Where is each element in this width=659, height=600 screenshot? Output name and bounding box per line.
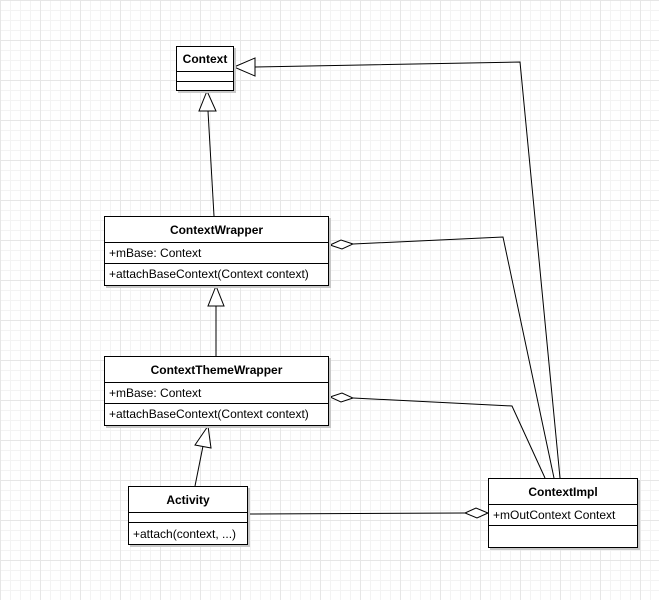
class-contextwrapper[interactable]: ContextWrapper +mBase: Context +attachBa…: [104, 216, 329, 286]
class-contextimpl-operations: [489, 526, 637, 548]
aggregation-contextthemewrapper-contextimpl: [352, 397, 546, 479]
class-contextimpl-attribute: +mOutContext Context: [489, 505, 637, 526]
class-context-name: Context: [177, 47, 233, 72]
class-contextimpl-name: ContextImpl: [489, 479, 637, 505]
generalization-arrowhead-contextthemewrapper: [194, 424, 212, 449]
class-activity-attributes: [129, 513, 247, 523]
generalization-contextwrapper-to-context: [207, 110, 215, 217]
class-activity-name: Activity: [129, 487, 247, 513]
class-contextwrapper-attribute: +mBase: Context: [105, 243, 328, 264]
class-contextthemewrapper-name: ContextThemeWrapper: [105, 357, 328, 383]
class-contextthemewrapper[interactable]: ContextThemeWrapper +mBase: Context +att…: [104, 356, 329, 426]
aggregation-diamond-contextwrapper: [328, 239, 355, 250]
class-activity[interactable]: Activity +attach(context, ...): [128, 486, 248, 545]
generalization-arrowhead-context-from-contextwrapper: [198, 89, 217, 112]
aggregation-diamond-contextimpl: [463, 507, 490, 519]
generalization-arrowhead-context-from-contextimpl: [232, 57, 256, 77]
class-contextthemewrapper-operation: +attachBaseContext(Context context): [109, 407, 309, 421]
aggregation-contextwrapper-contextimpl: [352, 236, 555, 479]
class-contextwrapper-name: ContextWrapper: [105, 217, 328, 243]
class-context-operations: [177, 82, 233, 91]
class-contextimpl[interactable]: ContextImpl +mOutContext Context: [488, 478, 638, 548]
generalization-arrowhead-contextwrapper: [207, 284, 225, 307]
class-activity-operation: +attach(context, ...): [133, 527, 237, 541]
aggregation-contextimpl-activity: [247, 512, 466, 515]
class-contextthemewrapper-attribute: +mBase: Context: [105, 383, 328, 404]
aggregation-diamond-contextthemewrapper: [328, 392, 355, 403]
class-context-attributes: [177, 72, 233, 82]
class-contextwrapper-operation: +attachBaseContext(Context context): [109, 267, 309, 281]
generalization-contextimpl-to-context: [254, 61, 561, 479]
class-context[interactable]: Context: [176, 46, 234, 91]
generalization-activity-to-contextthemewrapper: [194, 445, 204, 487]
